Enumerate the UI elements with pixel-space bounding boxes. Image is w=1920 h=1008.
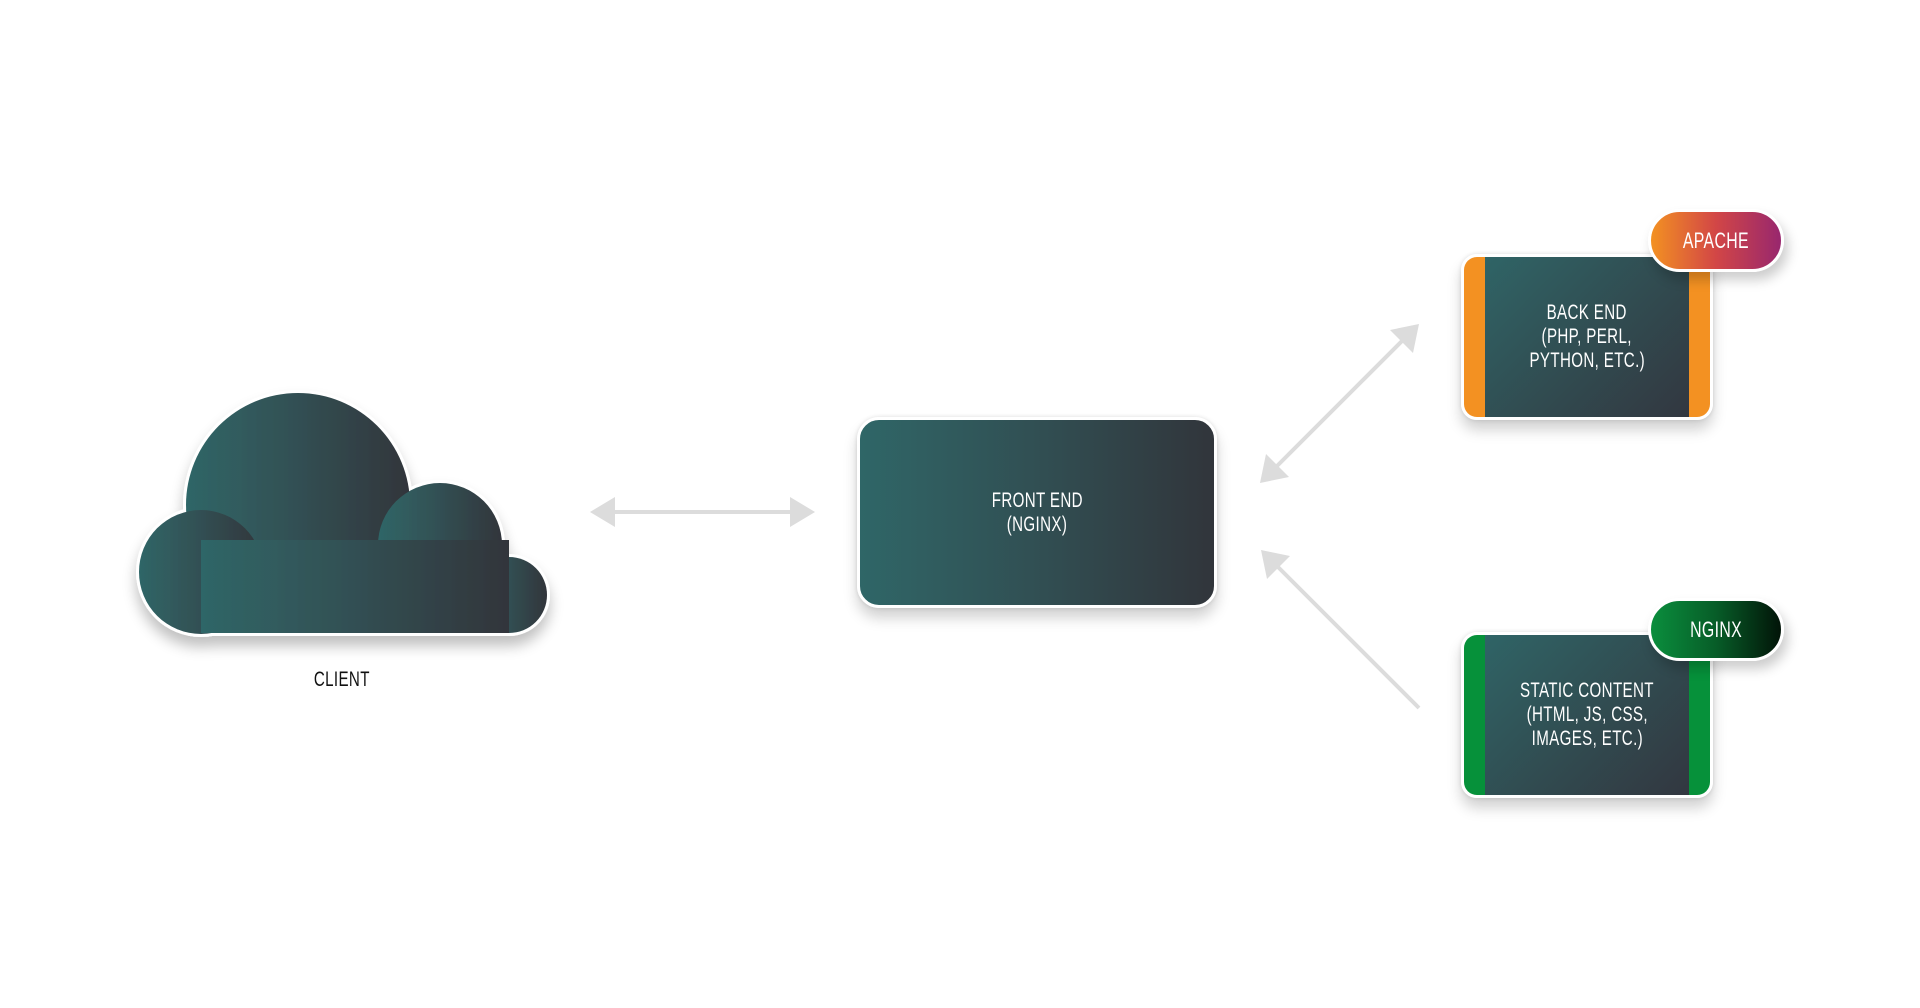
static-line-2: (HTML, JS, CSS,: [1526, 703, 1648, 726]
backend-title: BACK END: [1546, 301, 1628, 324]
client-label: CLIENT: [314, 668, 370, 691]
backend-right-stripe: [1689, 257, 1710, 417]
static-content-node: STATIC CONTENT (HTML, JS, CSS, IMAGES, E…: [1461, 632, 1713, 798]
nginx-badge-label: NGINX: [1690, 616, 1742, 642]
backend-left-stripe: [1464, 257, 1485, 417]
frontend-title: FRONT END: [991, 488, 1083, 512]
nginx-badge: NGINX: [1648, 598, 1784, 661]
arrow-static-frontend: [1261, 550, 1421, 710]
static-right-stripe: [1689, 635, 1710, 795]
cloud-icon: [136, 390, 550, 637]
static-line-3: IMAGES, ETC.): [1531, 727, 1643, 750]
backend-line-2: (PHP, PERL,: [1541, 325, 1633, 348]
backend-node: BACK END (PHP, PERL, PYTHON, ETC.): [1461, 254, 1713, 420]
frontend-text: FRONT END (NGINX): [974, 489, 1101, 537]
arrow-frontend-backend: [1260, 324, 1419, 483]
apache-badge: APACHE: [1648, 209, 1784, 272]
static-text: STATIC CONTENT (HTML, JS, CSS, IMAGES, E…: [1494, 679, 1680, 751]
backend-text: BACK END (PHP, PERL, PYTHON, ETC.): [1507, 301, 1668, 373]
static-left-stripe: [1464, 635, 1485, 795]
static-title: STATIC CONTENT: [1520, 679, 1654, 702]
backend-line-3: PYTHON, ETC.): [1529, 349, 1645, 372]
apache-badge-label: APACHE: [1682, 227, 1750, 253]
frontend-node: FRONT END (NGINX): [857, 417, 1217, 608]
arrow-client-frontend: [590, 497, 815, 527]
frontend-subtitle: (NGINX): [1006, 512, 1068, 536]
